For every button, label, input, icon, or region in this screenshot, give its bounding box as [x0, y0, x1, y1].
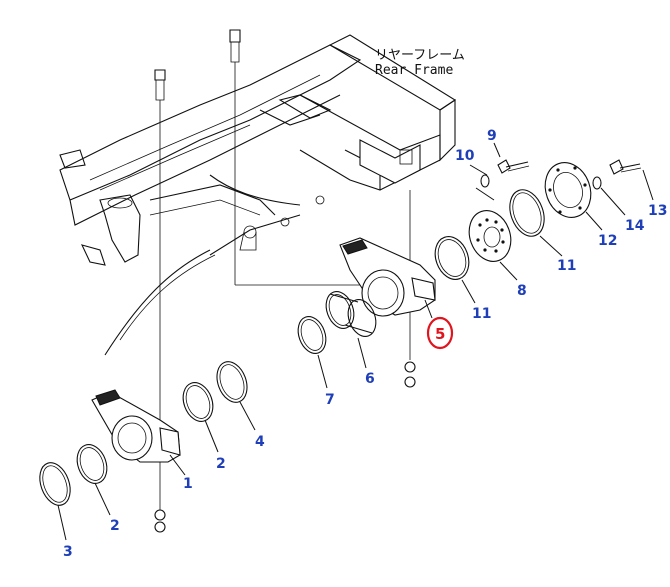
callout-7: 7 [325, 392, 335, 408]
part-6-bushing [325, 291, 377, 337]
frame-label-en: Rear Frame [375, 63, 453, 78]
part-11-ring-lower [434, 236, 470, 280]
part-11-ring-upper [509, 189, 545, 237]
leader-lines [57, 142, 654, 541]
callout-3: 3 [63, 544, 73, 560]
part-7-ring [297, 316, 327, 354]
callout-6: 6 [365, 371, 375, 387]
callout-2-upper: 2 [216, 456, 226, 472]
part-2-bushing-upper [182, 382, 214, 422]
part-14-washer [592, 176, 602, 190]
part-4-ring [216, 361, 248, 403]
part-9-bolt [497, 159, 530, 174]
callout-12: 12 [598, 233, 617, 249]
part-2-bushing-lower [76, 444, 108, 484]
long-bolt-left [154, 69, 166, 533]
callout-13: 13 [648, 203, 667, 219]
part-1-arm [91, 389, 181, 463]
rear-frame: リヤーフレーム Rear Frame [59, 34, 465, 356]
callout-1: 1 [183, 476, 193, 492]
part-3-ring [39, 462, 71, 506]
callout-4: 4 [255, 434, 265, 450]
frame-label-jp: リヤーフレーム [375, 48, 465, 63]
callout-2-lower: 2 [110, 518, 120, 534]
part-5-arm [339, 237, 436, 317]
part-12-cover [544, 162, 592, 218]
callout-10: 10 [455, 148, 475, 164]
callout-11-upper: 11 [557, 258, 576, 274]
callout-5-highlight-ring [426, 316, 454, 350]
part-10-washer [480, 174, 490, 188]
callouts: 1 2 2 3 4 5 6 7 8 9 10 11 11 12 13 14 [63, 128, 667, 560]
callout-9: 9 [487, 128, 497, 144]
part-13-bolt [609, 159, 642, 175]
callout-8: 8 [517, 283, 527, 299]
part-8-plate [468, 210, 512, 262]
callout-11-lower: 11 [472, 306, 491, 322]
callout-5: 5 [435, 325, 445, 343]
callout-14: 14 [625, 218, 645, 234]
